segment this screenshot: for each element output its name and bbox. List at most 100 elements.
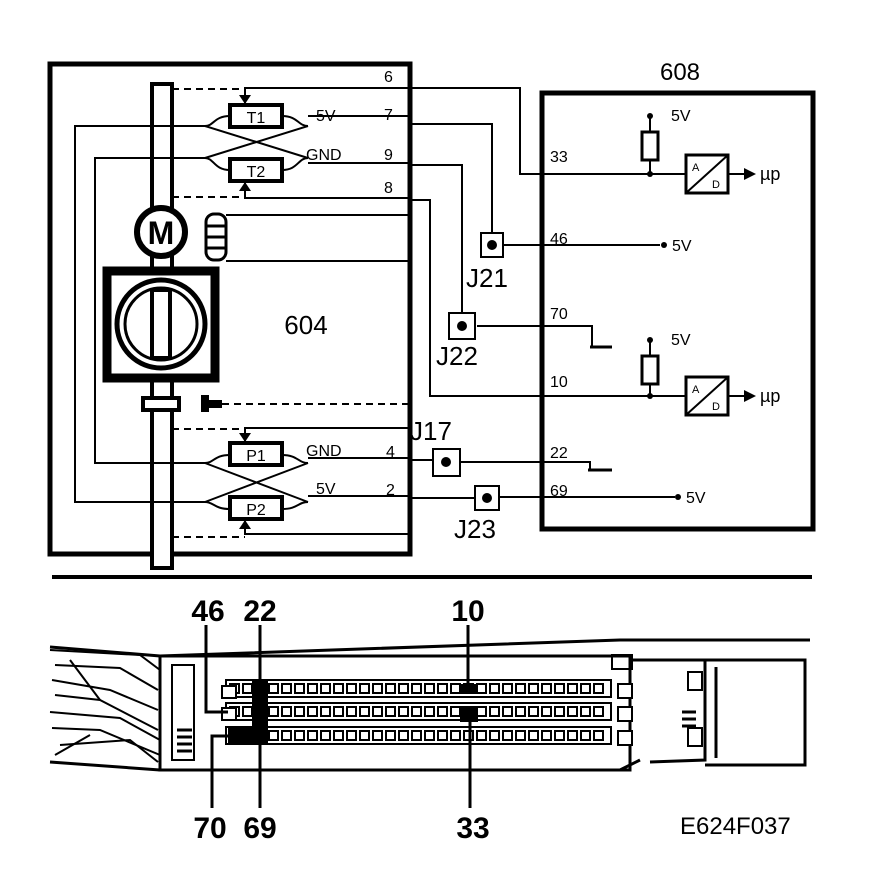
pin-6: 6 (384, 69, 393, 86)
pin-cavity (242, 706, 253, 717)
pin-cavity (359, 683, 370, 694)
connector-highlighted-pins (228, 680, 478, 745)
pin-cavity (398, 683, 409, 694)
pin-cavity (528, 730, 539, 741)
coil-symbol (204, 212, 228, 262)
pin-cavity (502, 683, 513, 694)
ref-5v-69: 5V (686, 490, 706, 507)
pin-cavity (281, 683, 292, 694)
junction-j17-label: J17 (410, 416, 452, 446)
pin-cavity (385, 683, 396, 694)
track-t1-label: T1 (247, 110, 266, 127)
motor-symbol (134, 205, 188, 259)
connector-ribs (177, 710, 696, 753)
junction-j21: J21 (466, 232, 508, 293)
junction-j23: J23 (454, 485, 500, 544)
pin-69: 69 (550, 483, 568, 500)
connector-label-10: 10 (451, 595, 484, 628)
adc-chain-top (640, 117, 686, 175)
track-p2-label: P2 (246, 502, 266, 519)
pin-cavity (411, 730, 422, 741)
pin-8: 8 (384, 180, 393, 197)
pin-46: 46 (550, 231, 568, 248)
connector-leaders (204, 625, 472, 808)
pin-cavity (515, 706, 526, 717)
wiper-arrows (239, 95, 251, 529)
junction-j21-label: J21 (466, 263, 508, 293)
pin-cavity (437, 706, 448, 717)
pin-cavity (372, 706, 383, 717)
pin-cavity (346, 730, 357, 741)
pin-cavity (541, 706, 552, 717)
pin-cavity (593, 706, 604, 717)
connector-label-33: 33 (456, 812, 489, 845)
pin-cavity (346, 683, 357, 694)
pin-cavity (567, 683, 578, 694)
shaft-clutch (141, 396, 181, 412)
pin-cavity (307, 730, 318, 741)
adc-top-d: D (712, 179, 720, 191)
pin-cavity (411, 706, 422, 717)
pin-cavity (528, 706, 539, 717)
motor-wiring (226, 214, 408, 262)
pin-cavity (372, 683, 383, 694)
pin-cavity (281, 706, 292, 717)
junction-j23-label: J23 (454, 514, 496, 544)
adc-top: A D (684, 153, 730, 195)
pin-cavity (320, 730, 331, 741)
connector-label-69: 69 (243, 812, 276, 845)
pin-9: 9 (384, 147, 393, 164)
pin-cavity (294, 683, 305, 694)
pin-cavity (424, 683, 435, 694)
pin-cavity (554, 683, 565, 694)
track-p1-label: P1 (246, 448, 266, 465)
pin-cavity (489, 730, 500, 741)
connector-view: 46 22 10 70 69 33 (49, 595, 810, 845)
pin-cavity (320, 683, 331, 694)
pin-33: 33 (550, 149, 568, 166)
track-t2-label: T2 (247, 164, 266, 181)
ref-5v-b: 5V (671, 332, 691, 349)
pin-cavity (580, 730, 591, 741)
pin-cavity (294, 730, 305, 741)
junction-j22-label: J22 (436, 341, 478, 371)
pin-cavity (281, 730, 292, 741)
pin-70: 70 (550, 306, 568, 323)
junction-j17: J17 (410, 416, 461, 477)
node-top-signal (647, 171, 653, 177)
figure-code: E624F037 (680, 813, 791, 840)
ref-5v-a: 5V (671, 108, 691, 125)
connector-label-46: 46 (191, 595, 224, 628)
unit-604-box (47, 61, 413, 557)
pin-cavity (515, 683, 526, 694)
uP-top: µp (760, 164, 780, 184)
unit-608-box (539, 90, 816, 532)
pin-cavity (437, 730, 448, 741)
connector-label-70: 70 (193, 812, 226, 845)
ground-bottom: GND (306, 443, 342, 460)
pin-cavity (294, 706, 305, 717)
mechanical-links (172, 88, 408, 538)
pin-cavity (554, 730, 565, 741)
pin-cavity (268, 730, 279, 741)
pin-end-block (617, 730, 633, 746)
pin-key-block (221, 707, 237, 721)
pin-cavity (476, 683, 487, 694)
pin-cavity (515, 730, 526, 741)
pin-cavity (450, 730, 461, 741)
pin-cavity (580, 706, 591, 717)
pin-cavity (528, 683, 539, 694)
pin-cavity (346, 706, 357, 717)
node-top-ref (647, 113, 653, 119)
supply-5v-bottom: 5V (316, 481, 336, 498)
pin-cavity (268, 683, 279, 694)
pin-22: 22 (550, 445, 568, 462)
pin-cavity (567, 730, 578, 741)
pin-cavity (424, 706, 435, 717)
connector-pin-rows (221, 679, 633, 746)
adc-chain-bottom (640, 341, 686, 397)
pin-cavity (333, 683, 344, 694)
node-69 (675, 494, 681, 500)
unit-604: M T1 T2 P1 P2 (47, 61, 413, 570)
pin-cavity (307, 706, 318, 717)
